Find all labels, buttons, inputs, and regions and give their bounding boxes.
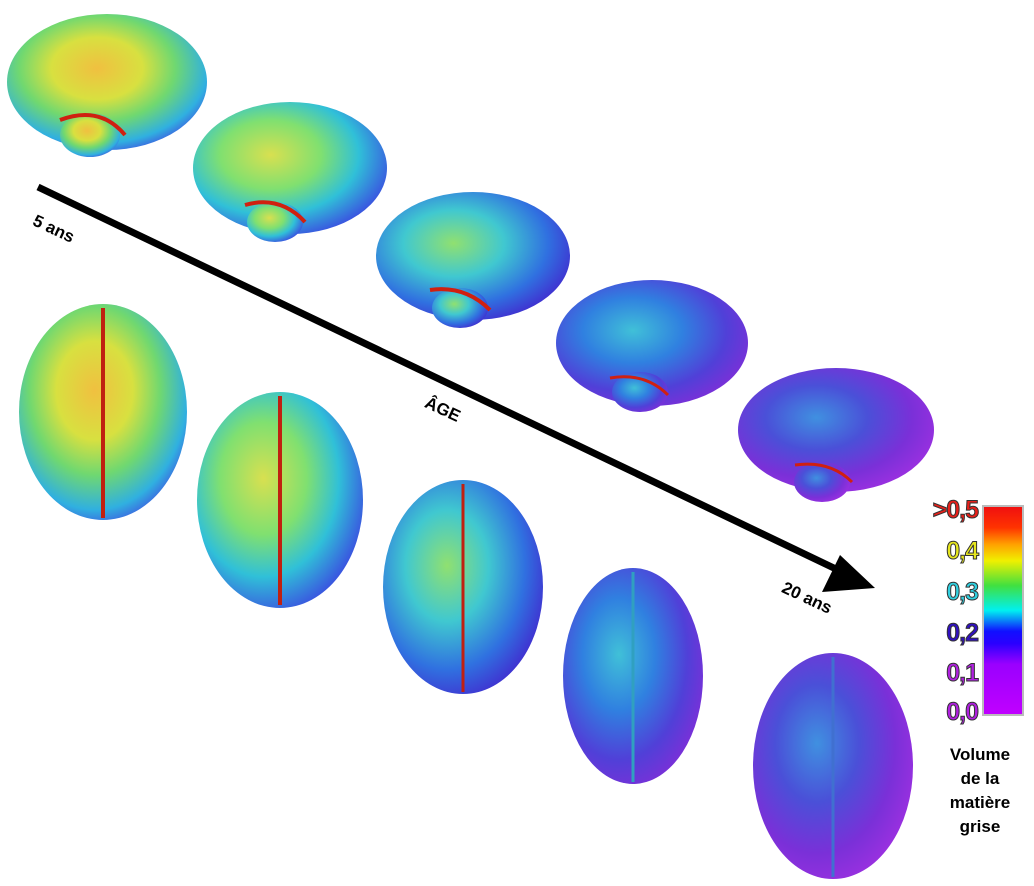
lateral-brain-5 <box>738 368 934 502</box>
legend-tick: 0,1 <box>946 659 980 688</box>
caption-line: matière <box>949 793 1011 812</box>
colorbar <box>982 505 1024 716</box>
legend-tick: >0,5 <box>932 496 979 525</box>
lateral-brain-3 <box>376 192 570 328</box>
legend-tick: 0,3 <box>946 578 980 607</box>
superior-brain-1 <box>19 304 187 520</box>
superior-brain-2 <box>197 392 363 608</box>
age-arrow <box>36 183 875 592</box>
lateral-brain-2 <box>193 102 387 242</box>
superior-brain-3 <box>383 480 543 694</box>
legend-caption: Volume de la matière grise <box>930 743 1030 839</box>
legend-tick: 0,0 <box>946 698 980 727</box>
caption-line: grise <box>959 817 1001 836</box>
lateral-brain-4 <box>556 280 748 412</box>
caption-line: Volume <box>949 745 1011 764</box>
legend-tick: 0,4 <box>946 537 980 566</box>
caption-line: de la <box>960 769 1000 788</box>
lateral-brain-1 <box>7 14 207 157</box>
superior-brain-4 <box>563 568 703 784</box>
legend-tick: 0,2 <box>946 619 980 648</box>
superior-brain-5 <box>753 653 913 879</box>
